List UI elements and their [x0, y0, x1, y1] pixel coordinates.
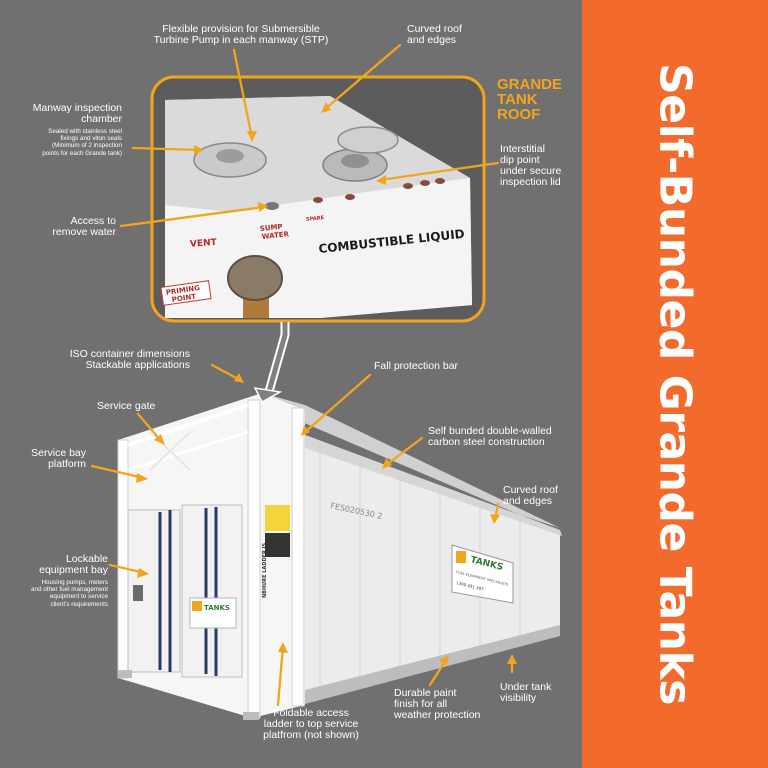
- label-iso: ISO container dimensions Stackable appli…: [69, 348, 190, 371]
- label-fall-bar: Fall protection bar: [374, 360, 459, 372]
- label-stp: Flexible provision for Submersible Turbi…: [153, 23, 329, 46]
- orange-sidebar: [582, 0, 768, 768]
- label-paint: Durable paint finish for all weather pro…: [394, 687, 481, 721]
- photo-spare: SPARE: [306, 215, 325, 223]
- arrow-heads: [136, 102, 517, 666]
- label-access-water: Access to remove water: [52, 215, 116, 238]
- photo-vent: VENT: [190, 238, 218, 250]
- photo-sump: SUMP: [259, 223, 283, 233]
- manway-lid-right: [337, 126, 399, 154]
- label-manway: Manway inspection chamber Sealed with st…: [10, 103, 122, 157]
- side-brand-panel: [451, 544, 514, 604]
- label-manway-note: Sealed with stainless steel fixings and …: [42, 128, 122, 157]
- big-connector-arrow: [253, 322, 290, 404]
- door-brand-text: TANKS: [204, 604, 230, 612]
- photo-water: WATER: [261, 230, 290, 241]
- label-service-gate: Service gate: [97, 400, 156, 412]
- grande-tank-roof-title: GRANDE TANK ROOF: [497, 76, 563, 123]
- photo-point: POINT: [171, 293, 196, 304]
- label-interstitial: Interstitial dip point under secure insp…: [500, 143, 562, 188]
- side-phone: 1300 451 397: [456, 580, 485, 592]
- label-curved-roof-top: Curved roof and edges: [407, 23, 462, 46]
- door-warning-1: NBHURE LADDER IS: [262, 543, 268, 598]
- label-lockable-note: Housing pumps, meters and other fuel man…: [30, 579, 108, 608]
- label-lockable: Lockable equipment bay Housing pumps, me…: [2, 554, 108, 608]
- label-self-bunded: Self bunded double-walled carbon steel c…: [428, 425, 552, 448]
- bay-door-right: [181, 504, 243, 678]
- label-under-tank: Under tank visibility: [500, 681, 552, 704]
- priming-cap: [227, 255, 283, 301]
- label-curved-roof-bottom: Curved roof and edges: [503, 484, 558, 507]
- label-service-bay: Service bay platform: [31, 447, 86, 470]
- label-ladder: Foldable access ladder to top service pl…: [263, 707, 359, 741]
- roof-photo: COMBUSTIBLE LIQUID VENT SUMP WATER SPARE…: [150, 75, 486, 323]
